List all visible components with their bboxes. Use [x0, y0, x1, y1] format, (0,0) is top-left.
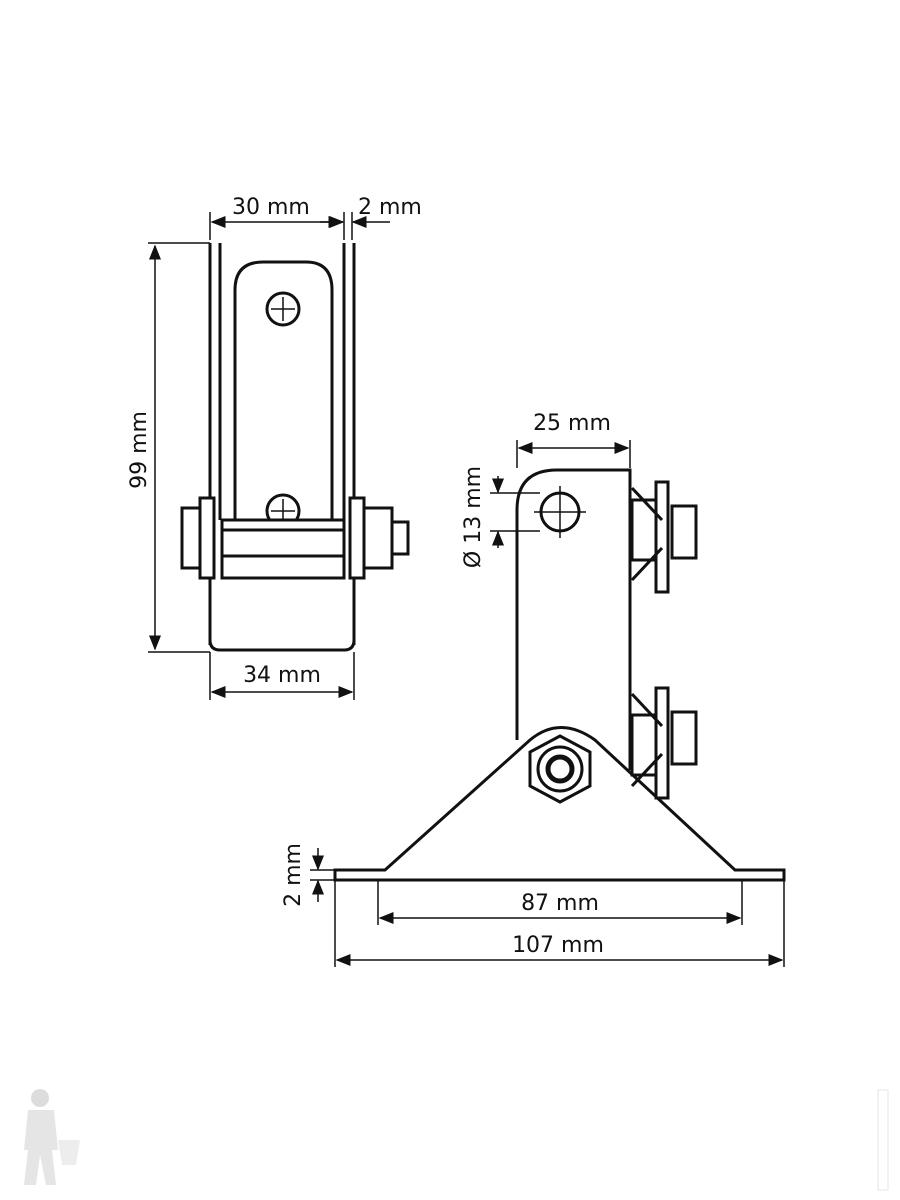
dim-plate-width: 25 mm: [533, 411, 611, 436]
plumber-logo: [24, 1089, 80, 1185]
dim-height: 99 mm: [127, 411, 152, 489]
watermark: [877, 1089, 889, 1191]
clamp-bolt-top: [630, 480, 698, 594]
front-dimensions: 30 mm 2 mm 99 mm 34 mm: [127, 195, 422, 700]
clamp-bolt-bottom: [630, 686, 698, 800]
inner-plate: [233, 260, 334, 522]
dim-hole-diameter: Ø 13 mm: [461, 466, 486, 568]
base-plate: [333, 726, 786, 882]
dim-base-inner: 87 mm: [521, 891, 599, 916]
right-nut: [362, 506, 394, 570]
dim-bottom-width: 34 mm: [243, 663, 321, 688]
dim-wall-thickness: 2 mm: [358, 195, 422, 220]
side-dimensions: 25 mm Ø 13 mm 2 mm 87 mm 107 mm: [281, 411, 785, 967]
bolt-end: [390, 520, 410, 556]
dim-base-total: 107 mm: [512, 933, 604, 958]
dim-front-width: 30 mm: [232, 195, 310, 220]
side-view: [333, 468, 786, 882]
front-view: [180, 243, 410, 652]
dim-base-thickness: 2 mm: [281, 843, 306, 907]
upright-plate: [515, 468, 632, 770]
